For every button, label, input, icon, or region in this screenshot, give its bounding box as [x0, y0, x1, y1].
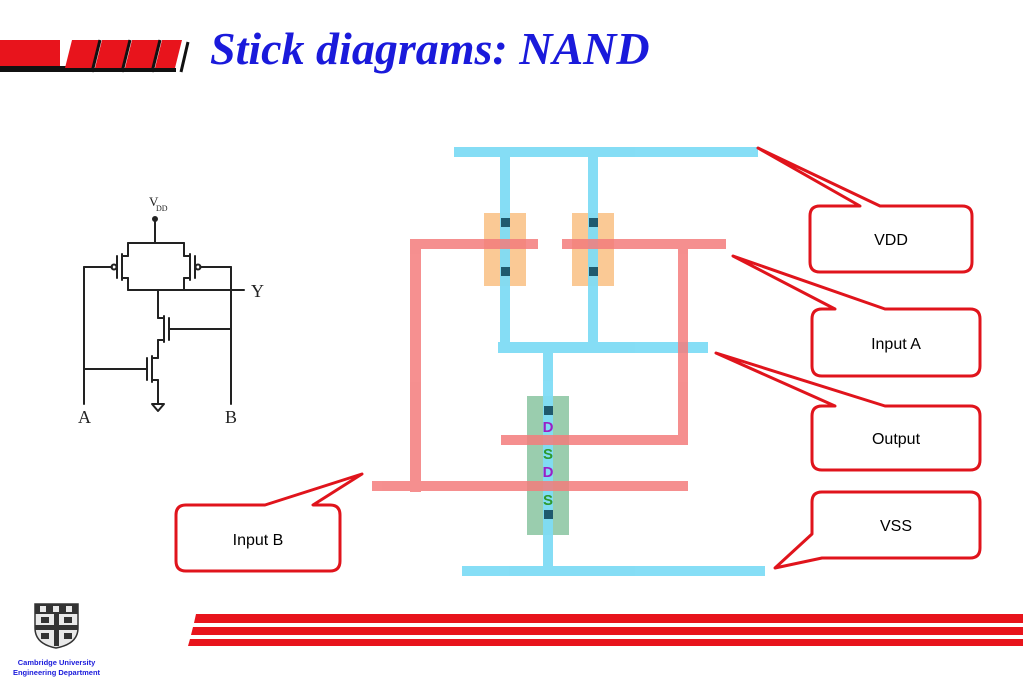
nand-schematic [83, 216, 245, 412]
contact [589, 218, 598, 227]
input-a-callout-label: Input A [871, 336, 921, 353]
vdd-rail [454, 147, 758, 157]
schematic-output-label: Y [251, 281, 264, 301]
output-rail [498, 342, 708, 353]
slide-title: Stick diagrams: NAND [210, 23, 650, 74]
vdd-strap-right [588, 152, 598, 347]
source-label: S [543, 492, 553, 509]
vss-rail [462, 566, 765, 576]
input-a-poly-left [410, 239, 538, 249]
output-strap [543, 350, 553, 571]
institution-name-line1: Cambridge University [17, 658, 96, 667]
input-b-callout-box [174, 472, 364, 573]
contact [544, 406, 553, 415]
source-label: S [543, 446, 553, 463]
contacts [501, 218, 598, 519]
poly-layer [372, 239, 726, 492]
title-stripe-decoration [0, 39, 190, 73]
input-a-poly-vertical [678, 239, 688, 445]
output-callout-box [714, 351, 982, 472]
vdd-strap-left [500, 152, 510, 347]
schematic-input-a-label: A [78, 407, 91, 427]
vss-callout-label: VSS [880, 518, 912, 535]
input-a-poly-right [562, 239, 726, 249]
input-a-callout-box [731, 254, 982, 378]
contact [589, 267, 598, 276]
university-crest-logo [34, 603, 79, 649]
vdd-callout-label: VDD [874, 232, 908, 249]
stick-diagram: D S D S [372, 147, 765, 576]
institution-name-line2: Engineering Department [12, 668, 101, 677]
drain-label: D [543, 464, 554, 481]
metal-layer [454, 147, 765, 576]
schematic-vdd-label: V [149, 194, 159, 209]
input-b-callout-label: Input B [233, 532, 284, 549]
input-b-poly-lower [372, 481, 688, 491]
vdd-callout-box [756, 146, 974, 274]
input-b-poly-vertical [410, 239, 421, 492]
vss-callout-box [773, 490, 982, 570]
drain-label: D [543, 419, 554, 436]
contact [501, 267, 510, 276]
contact [544, 510, 553, 519]
input-a-poly-lower [501, 435, 688, 445]
output-callout-label: Output [872, 431, 921, 448]
contact [501, 218, 510, 227]
schematic-vdd-subscript: DD [156, 204, 168, 213]
footer-stripes [188, 614, 1023, 646]
schematic-input-b-label: B [225, 407, 237, 427]
